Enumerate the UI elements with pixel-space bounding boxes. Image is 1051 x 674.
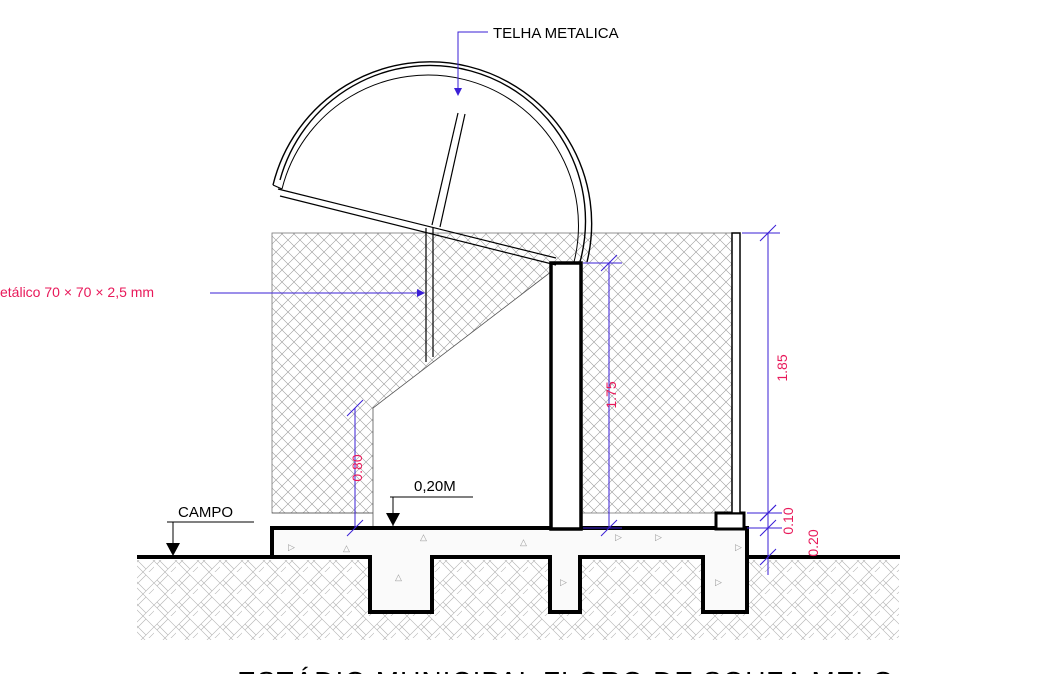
slab-level-marker <box>386 496 473 528</box>
fence-post <box>731 232 741 514</box>
dimension-low-wall <box>346 399 364 537</box>
roof-leader <box>454 31 488 96</box>
dimension-curb-value: 0.10 <box>780 507 796 534</box>
dimension-fence-height-value: 1.85 <box>774 354 790 381</box>
drawing-title: ESTÁDIO MUNICIPAL FLORO DE SOUZA MELO <box>237 666 895 674</box>
dimension-curb <box>747 504 782 575</box>
aggregate-mark: ▷ <box>560 577 567 587</box>
aggregate-mark: ▷ <box>735 542 742 552</box>
dimension-slab-value: 0.20 <box>805 529 821 556</box>
dimension-wall-height <box>583 254 622 537</box>
slab-level-label: 0,20M <box>414 478 456 495</box>
aggregate-mark: △ <box>520 537 527 547</box>
field-level-marker <box>166 521 254 557</box>
aggregate-mark: ▷ <box>715 577 722 587</box>
dimension-wall-height-value: 1.75 <box>603 381 619 408</box>
aggregate-mark: △ <box>420 532 427 542</box>
aggregate-mark: ▷ <box>655 532 662 542</box>
field-label: CAMPO <box>178 504 233 521</box>
fence-screen <box>271 232 735 528</box>
metal-roof <box>272 61 593 266</box>
roof-label: TELHA METALICA <box>493 25 619 42</box>
dimension-low-wall-value: 0.80 <box>349 454 365 481</box>
aggregate-mark: ▷ <box>288 542 295 552</box>
metal-tube-column <box>425 228 434 362</box>
curb <box>714 511 746 531</box>
back-wall <box>549 261 583 531</box>
aggregate-mark: △ <box>343 543 350 553</box>
aggregate-mark: △ <box>395 572 402 582</box>
aggregate-mark: ▷ <box>615 532 622 542</box>
foundation-slab: ▷ △ △ △ ▷ ▷ △ ▷ ▷ ▷ <box>270 526 749 614</box>
ground-soil <box>137 560 899 640</box>
tube-label: etálico 70 × 70 × 2,5 mm <box>0 284 154 300</box>
